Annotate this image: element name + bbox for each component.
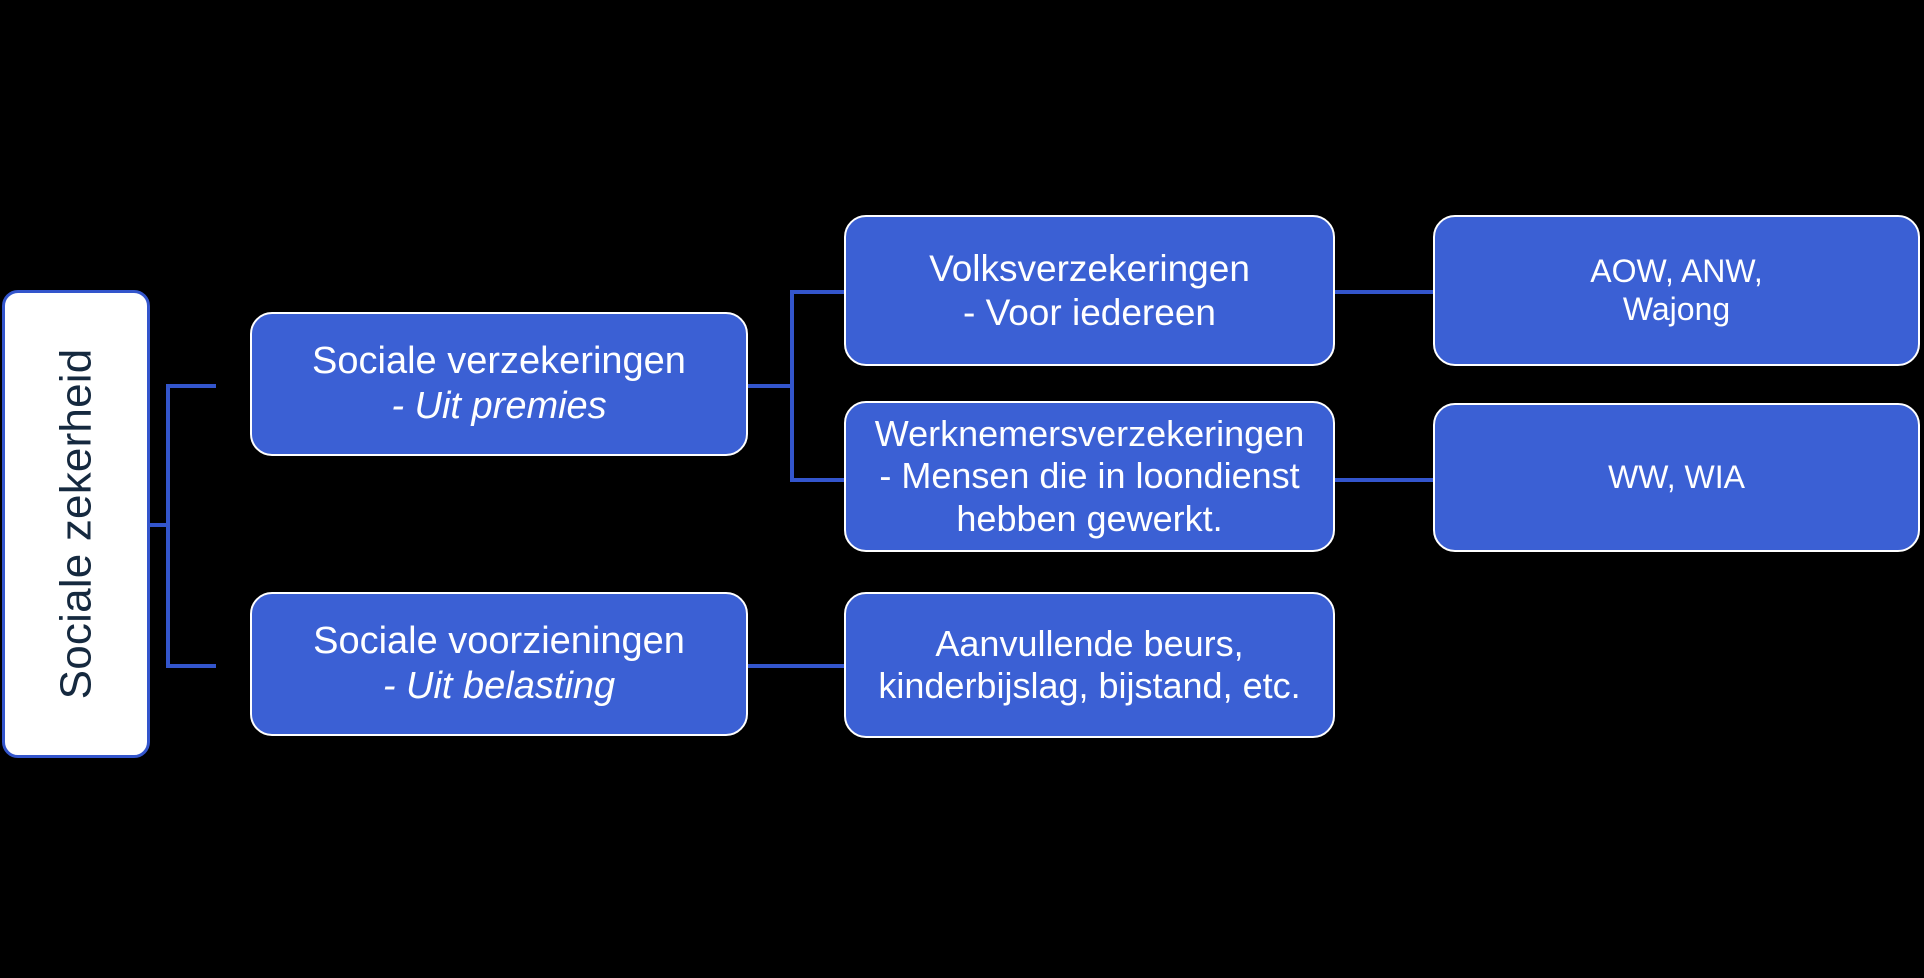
node-line: Sociale verzekeringen <box>312 340 686 383</box>
connector-to-sociale-verzekeringen <box>166 384 216 388</box>
connector-to-werknemersverzekeringen <box>790 478 846 482</box>
node-line: - Uit premies <box>391 385 607 427</box>
node-volksverzekeringen[interactable]: Volksverzekeringen - Voor iedereen <box>844 215 1335 366</box>
node-line: Wajong <box>1622 290 1731 327</box>
node-line: Aanvullende beurs, <box>935 622 1244 664</box>
connector-to-volksverzekeringen <box>790 290 846 294</box>
node-line: Werknemersverzekeringen <box>874 412 1305 454</box>
node-sociale-zekerheid[interactable]: Sociale zekerheid <box>2 290 150 758</box>
node-sociale-voorzieningen[interactable]: Sociale voorzieningen - Uit belasting <box>250 592 748 736</box>
node-aow-anw-wajong[interactable]: AOW, ANW, Wajong <box>1433 215 1920 366</box>
node-werknemersverzekeringen[interactable]: Werknemersverzekeringen - Mensen die in … <box>844 401 1335 552</box>
connector-to-ww-wia <box>1333 478 1435 482</box>
connector-to-aanvullende-beurs <box>748 664 846 668</box>
node-line: WW, WIA <box>1608 458 1745 495</box>
node-line: Volksverzekeringen <box>929 247 1250 289</box>
connector-verzekeringen-stub <box>748 384 794 388</box>
node-ww-wia[interactable]: WW, WIA <box>1433 403 1920 552</box>
node-line: - Voor iedereen <box>962 291 1216 333</box>
node-line: AOW, ANW, <box>1590 252 1763 289</box>
node-line: Sociale voorzieningen <box>313 620 685 663</box>
node-line: - Mensen die in loondienst <box>879 455 1300 497</box>
connector-to-aow <box>1333 290 1435 294</box>
node-sociale-zekerheid-label: Sociale zekerheid <box>51 348 101 700</box>
node-line: hebben gewerkt. <box>956 497 1223 539</box>
connector-root-trunk <box>166 384 170 668</box>
connector-to-sociale-voorzieningen <box>166 664 216 668</box>
node-line: kinderbijslag, bijstand, etc. <box>878 665 1301 706</box>
node-line: - Uit belasting <box>382 665 616 707</box>
node-sociale-verzekeringen[interactable]: Sociale verzekeringen - Uit premies <box>250 312 748 456</box>
connector-verzekeringen-trunk <box>790 290 794 482</box>
node-aanvullende-beurs[interactable]: Aanvullende beurs, kinderbijslag, bijsta… <box>844 592 1335 738</box>
